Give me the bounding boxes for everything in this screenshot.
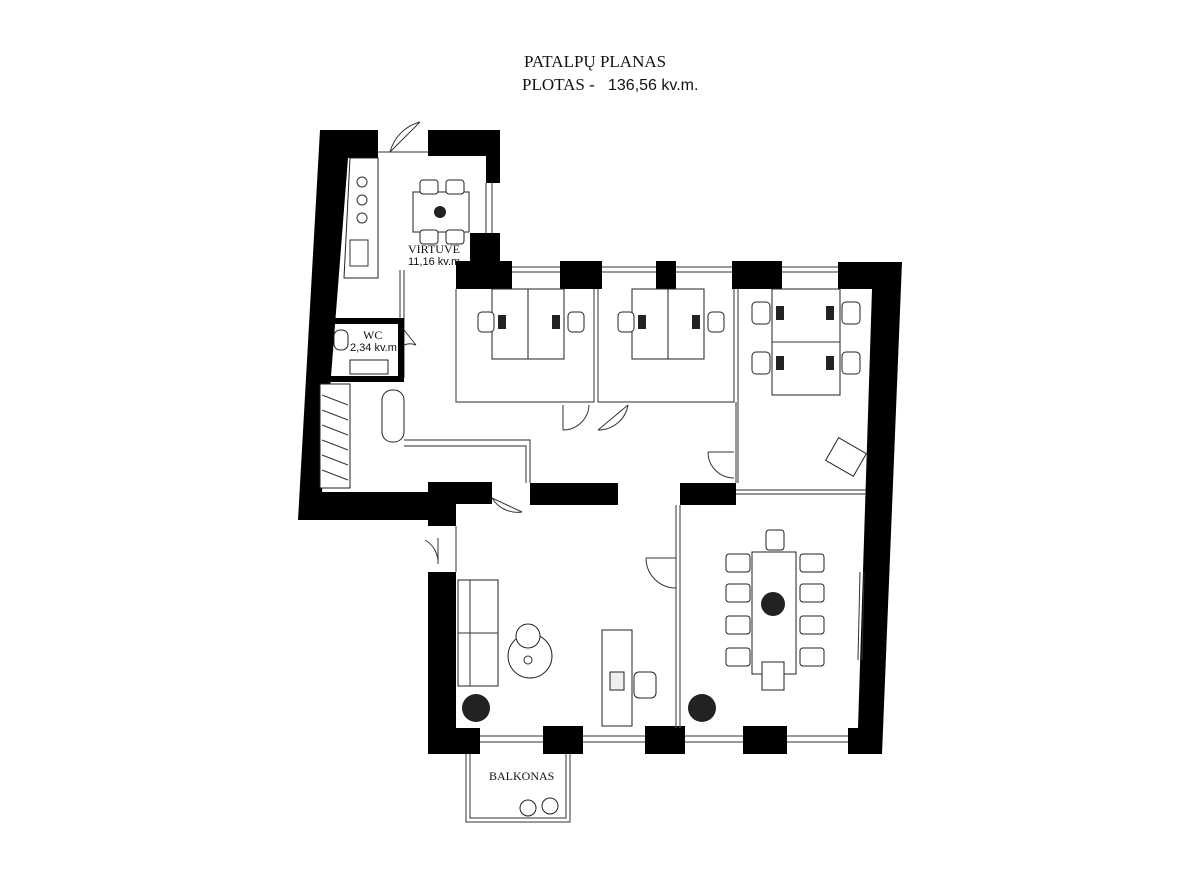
doors (389, 121, 735, 589)
meeting-room (688, 529, 825, 722)
plant-icon (434, 206, 446, 218)
kitchen-area: 11,16 kv.m (408, 256, 460, 268)
wc: WC 2,34 kv.m (333, 328, 397, 375)
balcony: BALKONAS (465, 754, 571, 823)
balcony-name: BALKONAS (489, 769, 554, 783)
lobby (457, 579, 657, 727)
office-3 (751, 288, 868, 477)
office-2 (617, 288, 725, 360)
plant-icon (462, 694, 490, 722)
kitchen: VIRTUVĖ 11,16 kv.m (343, 157, 470, 279)
plant-icon (541, 797, 559, 815)
wc-name: WC (363, 328, 382, 342)
plan-title: PATALPŲ PLANAS (524, 52, 666, 71)
plant-icon (519, 799, 537, 817)
plant-icon (688, 694, 716, 722)
plan-area-value: 136,56 kv.m. (608, 77, 698, 94)
office-1 (477, 288, 585, 360)
kitchen-name: VIRTUVĖ (408, 242, 460, 256)
toilet-icon (333, 329, 349, 351)
bathtub (381, 389, 405, 443)
walls (298, 130, 902, 754)
plant-icon (761, 592, 785, 616)
storage (319, 383, 405, 489)
armchair (824, 437, 868, 477)
plan-area-label: PLOTAS - (522, 75, 595, 94)
wc-area: 2,34 kv.m (350, 342, 397, 354)
kitchen-counter (343, 157, 379, 279)
partitions (326, 151, 866, 743)
